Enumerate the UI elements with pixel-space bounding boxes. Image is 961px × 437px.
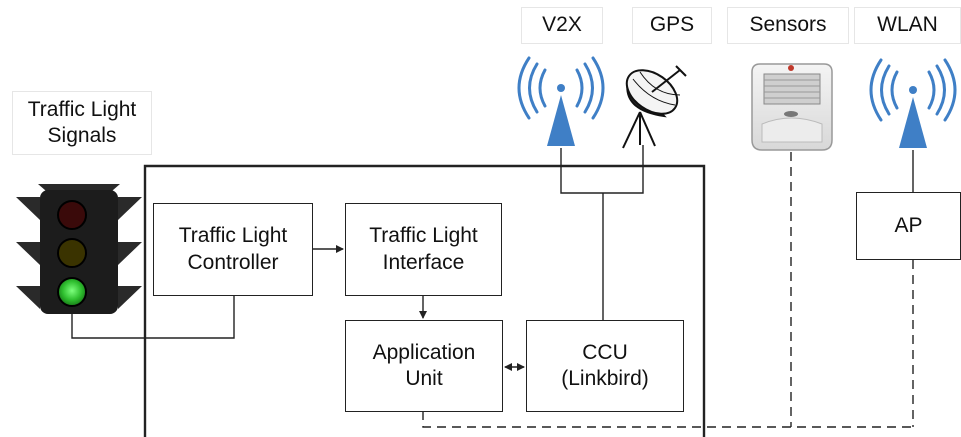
main-enclosure — [143, 164, 706, 437]
radio-antenna-icon — [517, 56, 605, 146]
satellite-dish-icon — [622, 65, 687, 149]
traffic-light-icon — [16, 184, 142, 314]
traffic-light-interface-block: Traffic Light Interface — [345, 203, 502, 296]
ap-block: AP — [856, 192, 961, 260]
traffic-light-signals-label: Traffic Light Signals — [12, 91, 152, 155]
ccu-antenna-bus — [560, 145, 644, 320]
ccu-block: CCU (Linkbird) — [526, 320, 684, 412]
sensor-device-icon — [751, 63, 833, 151]
wlan-label: WLAN — [854, 7, 961, 44]
application-unit-block: Application Unit — [345, 320, 503, 412]
traffic-light-controller-block: Traffic Light Controller — [153, 203, 313, 296]
v2x-label: V2X — [521, 7, 603, 44]
wifi-antenna-icon — [869, 58, 957, 148]
controller-signal-line — [71, 296, 235, 339]
gps-label: GPS — [632, 7, 712, 44]
sensors-label: Sensors — [727, 7, 849, 44]
dashed-app-link — [422, 411, 913, 428]
